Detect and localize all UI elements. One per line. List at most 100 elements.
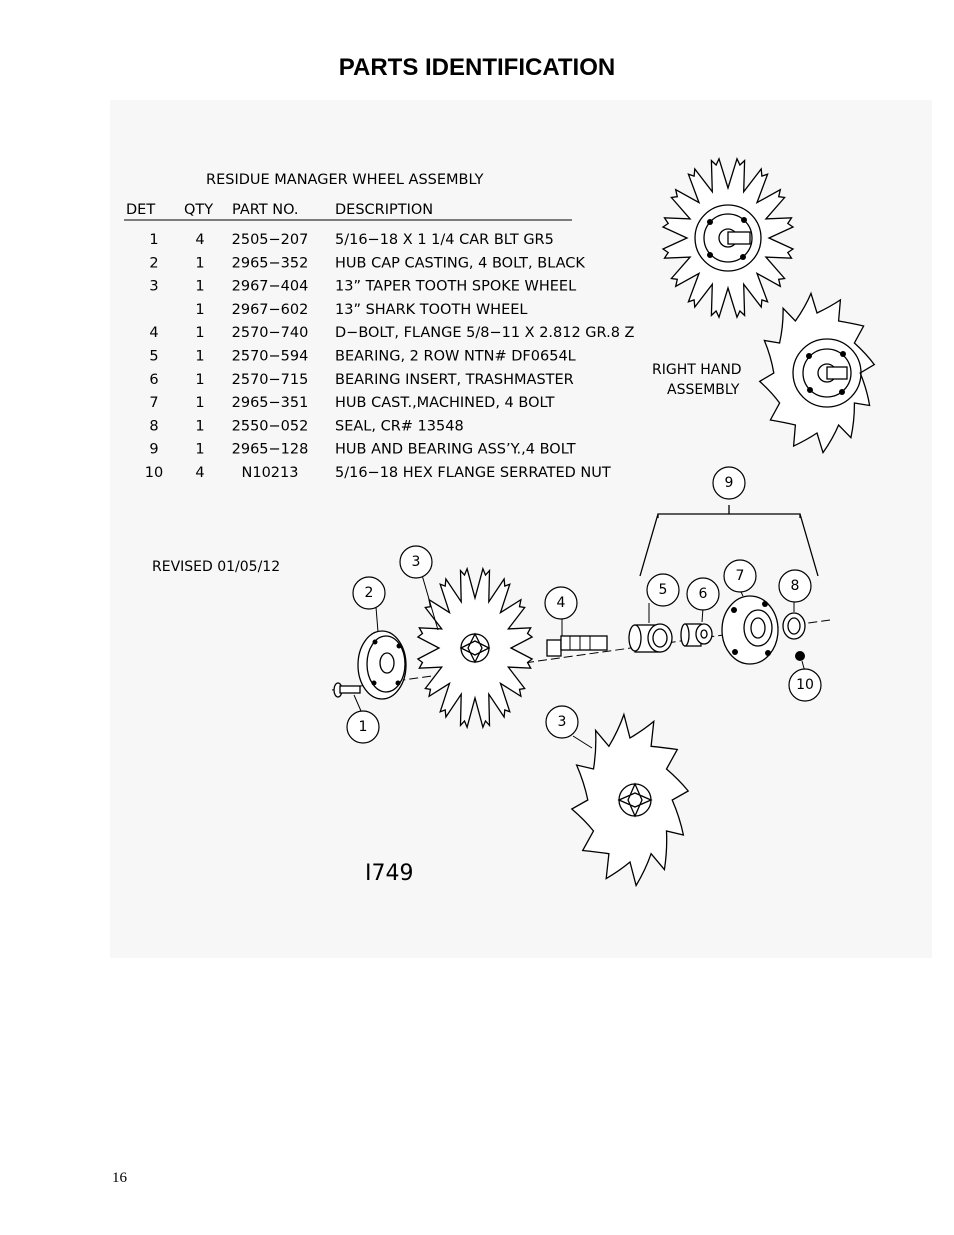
callout-10 <box>788 668 822 702</box>
callout-2 <box>352 576 386 610</box>
callout-leader <box>375 606 379 633</box>
callout-7-label: 7 <box>736 568 745 584</box>
callout-8 <box>778 569 812 603</box>
table-cell-qty: 4 <box>195 232 204 248</box>
rh-taper-wheel <box>661 156 795 320</box>
page-number: 16 <box>112 1170 127 1186</box>
callout-6 <box>686 577 720 611</box>
page-title: PARTS IDENTIFICATION <box>338 54 616 81</box>
bearing-insert <box>680 623 713 647</box>
hub-assembly-bracket <box>639 505 819 577</box>
rh-shark-bolt <box>807 387 813 393</box>
table-cell-desc: SEAL, CR# 13548 <box>335 418 464 434</box>
callout-leader <box>572 735 593 749</box>
table-cell-part: 2967−602 <box>232 302 309 318</box>
table-title: RESIDUE MANAGER WHEEL ASSEMBLY <box>206 172 484 188</box>
flange-nut <box>795 651 805 661</box>
right-hand-label-1: RIGHT HAND <box>652 362 742 378</box>
table-cell-desc: HUB CAP CASTING, 4 BOLT, BLACK <box>335 255 585 271</box>
table-cell-det: 1 <box>149 232 158 248</box>
table-cell-desc: D−BOLT, FLANGE 5/8−11 X 2.812 GR.8 Z <box>335 325 635 341</box>
callout-9 <box>712 466 746 500</box>
rh-shark-hub-inner <box>802 348 852 398</box>
rh-taper-bolt <box>741 217 747 223</box>
callout-leader <box>353 694 362 712</box>
table-cell-qty: 1 <box>195 325 204 341</box>
table-cell-desc: HUB CAST.,MACHINED, 4 BOLT <box>335 395 555 411</box>
table-cell-part: 2570−594 <box>232 349 309 365</box>
table-cell-det: 7 <box>149 395 158 411</box>
rh-shark-bolt <box>840 351 846 357</box>
table-cell-desc: 13” SHARK TOOTH WHEEL <box>335 302 528 318</box>
callout-4-label: 4 <box>557 595 566 611</box>
shark-tooth-wheel <box>570 712 690 888</box>
right-hand-label-2: ASSEMBLY <box>667 382 740 398</box>
callout-8-label: 8 <box>791 578 800 594</box>
callouts: 1 2 3 4 5 6 7 8 9 10 3 <box>346 466 822 749</box>
revised-label: REVISED 01/05/12 <box>152 559 280 575</box>
table-cell-det: 4 <box>149 325 158 341</box>
table-cell-qty: 1 <box>195 418 204 434</box>
table-cell-desc: 5/16−18 HEX FLANGE SERRATED NUT <box>335 465 611 481</box>
callout-4 <box>544 586 578 620</box>
callout-3b <box>545 705 579 739</box>
table-cell-part: 2965−352 <box>232 255 309 271</box>
callout-2-label: 2 <box>365 585 374 601</box>
table-cell-det: 5 <box>149 349 158 365</box>
carriage-bolt <box>333 682 361 698</box>
table-cell-desc: 5/16−18 X 1 1/4 CAR BLT GR5 <box>335 232 554 248</box>
callout-10-label: 10 <box>796 677 814 693</box>
table-cell-det: 3 <box>149 279 158 295</box>
table-cell-det: 8 <box>149 418 158 434</box>
table-cell-part: 2570−740 <box>232 325 309 341</box>
table-cell-desc: 13” TAPER TOOTH SPOKE WHEEL <box>335 279 576 295</box>
taper-tooth-wheel <box>416 566 534 730</box>
parts-diagram: .tbl { font-size: 14.5px; fill: #000; } … <box>110 100 932 958</box>
table-cell-qty: 4 <box>195 465 204 481</box>
header-description: DESCRIPTION <box>335 202 433 218</box>
table-cell-det: 6 <box>149 372 158 388</box>
bearing <box>628 623 673 653</box>
d-bolt <box>546 635 608 657</box>
rh-shark-shaft <box>826 366 848 380</box>
exploded-assembly <box>331 505 831 888</box>
table-cell-part: N10213 <box>242 465 299 481</box>
seal <box>782 612 806 640</box>
table-cell-part: 2505−207 <box>232 232 309 248</box>
table-cell-det: 10 <box>145 465 163 481</box>
callout-3a <box>399 545 433 579</box>
rh-taper-bolt <box>740 254 746 260</box>
header-part-no: PART NO. <box>232 202 299 218</box>
callout-1-label: 1 <box>359 719 368 735</box>
parts-diagram-svg: .tbl { font-size: 14.5px; fill: #000; } … <box>124 156 876 888</box>
rh-shark-bolt <box>839 389 845 395</box>
rh-shark-bolt <box>806 353 812 359</box>
table-cell-qty: 1 <box>195 302 204 318</box>
rh-taper-hub <box>694 204 762 272</box>
callout-6-label: 6 <box>699 586 708 602</box>
hub-cap <box>357 630 407 700</box>
table-cell-part: 2570−715 <box>232 372 309 388</box>
rh-taper-bolt <box>707 252 713 258</box>
callout-leader <box>421 574 439 631</box>
table-cell-qty: 1 <box>195 349 204 365</box>
rh-shark-hub <box>792 338 862 408</box>
header-qty: QTY <box>184 202 213 218</box>
table-cell-det: 9 <box>149 442 158 458</box>
table-cell-qty: 1 <box>195 395 204 411</box>
table-cell-desc: HUB AND BEARING ASS’Y.,4 BOLT <box>335 442 576 458</box>
rh-taper-bolt <box>707 219 713 225</box>
callout-5-label: 5 <box>659 582 668 598</box>
table-cell-desc: BEARING, 2 ROW NTN# DF0654L <box>335 349 576 365</box>
table-cell-part: 2967−404 <box>232 279 309 295</box>
callout-3a-label: 3 <box>412 554 421 570</box>
table-cell-qty: 1 <box>195 442 204 458</box>
rh-shark-wheel <box>758 291 876 455</box>
table-cell-part: 2550−052 <box>232 418 309 434</box>
table-cell-part: 2965−351 <box>232 395 309 411</box>
rh-taper-shaft <box>727 231 751 245</box>
callout-5 <box>646 573 680 607</box>
table-cell-qty: 1 <box>195 279 204 295</box>
rh-taper-hub-inner <box>703 213 753 263</box>
